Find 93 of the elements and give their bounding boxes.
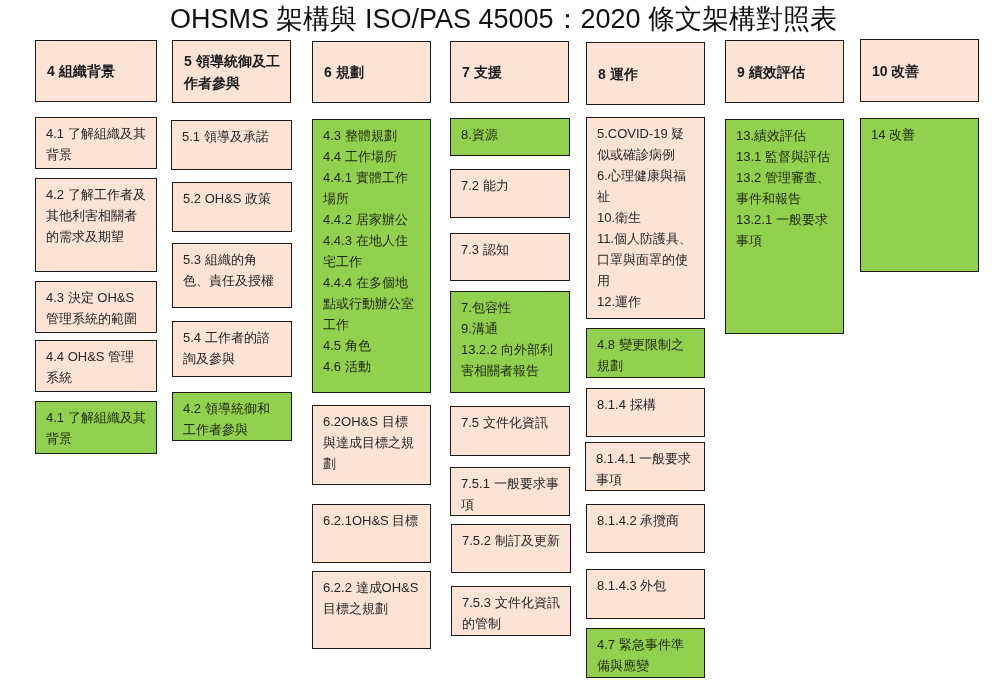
section-header-box [312,41,431,103]
clause-text: 4.4.3 在地人住宅工作 [323,232,409,271]
section-header-box [860,39,979,102]
clause-text: 13.2.2 向外部利害相關者報告 [461,341,554,380]
clause-text: 5.1 領導及承諾 [182,128,270,146]
highlighted-clause-box [35,401,157,454]
clause-text: 4.6 活動 [323,358,372,376]
clause-box [451,586,571,636]
highlighted-clause-box [450,118,570,156]
clause-box [586,117,705,319]
clause-text: 13.1 監督與評估 [736,148,831,166]
clause-box [450,233,570,281]
highlighted-clause-box [312,119,431,393]
clause-box [312,405,431,485]
clause-text: 4.1 了解組織及其背景 [46,125,146,164]
clause-text: 4.8 變更限制之規劃 [597,336,685,375]
clause-box [585,442,705,491]
clause-box [450,467,570,516]
clause-text: 7.5.1 一般要求事項 [461,475,559,514]
clause-text: 5.4 工作者的諮詢及參與 [183,329,271,368]
clause-box [312,504,431,563]
clause-text: 11.個人防護具、口罩與面罩的使用 [597,230,694,290]
clause-text: 10.衛生 [597,209,643,227]
clause-text: 4.2 了解工作者及其他利害相關者的需求及期望 [46,186,146,246]
clause-text: 7.5.3 文件化資訊的管制 [462,594,560,633]
section-heading: 10 改善 [872,61,921,81]
highlighted-clause-box [860,118,979,272]
section-header-box [450,41,569,103]
highlighted-clause-box [725,119,844,334]
clause-box [586,569,705,619]
clause-text: 8.1.4.3 外包 [597,577,668,595]
section-header-box [35,40,157,102]
section-heading: 4 組織背景 [47,62,116,81]
clause-text: 4.5 角色 [323,337,372,355]
clause-text: 4.4 工作場所 [323,148,398,166]
diagram-title: OHSMS 架構與 ISO/PAS 45005：2020 條文架構對照表 [169,3,838,36]
clause-text: 4.3 整體規劃 [323,127,398,145]
section-header-box [586,42,705,105]
highlighted-clause-box [586,628,705,678]
clause-text: 13.2.1 一般要求事項 [736,211,829,250]
clause-box [450,169,570,218]
clause-text: 5.2 OH&S 政策 [183,190,273,208]
clause-text: 13.績效評估 [736,127,808,145]
highlighted-clause-box [172,392,292,441]
highlighted-clause-box [450,291,570,393]
clause-text: 6.2.2 達成OH&S 目標之規劃 [323,579,420,618]
clause-text: 4.7 緊急事件準備與應變 [597,636,685,675]
clause-text: 7.5 文件化資訊 [461,414,549,432]
clause-text: 5.COVID-19 疑似或確診病例 [597,125,686,164]
clause-box [586,388,705,437]
section-header-box [172,40,291,103]
highlighted-clause-box [586,328,705,378]
clause-text: 8.1.4 採構 [597,396,657,414]
clause-box [172,243,292,308]
clause-box [451,524,571,573]
clause-text: 7.3 認知 [461,241,510,259]
clause-box [450,406,570,456]
clause-text: 4.4.1 實體工作場所 [323,169,409,208]
clause-text: 12.運作 [597,293,643,311]
clause-text: 8.資源 [461,126,499,144]
clause-box [172,182,292,232]
clause-text: 7.2 能力 [461,177,510,195]
clause-box [172,321,292,377]
clause-text: 4.2 領導統御和工作者參與 [183,400,271,439]
clause-text: 14 改善 [871,126,917,144]
clause-box [586,504,705,553]
section-header-box [725,40,844,103]
section-heading: 8 運作 [598,64,639,84]
clause-box [171,120,292,170]
clause-text: 6.2OH&S 目標與達成目標之規劃 [323,413,415,473]
clause-text: 6.2.1OH&S 目標 [323,512,420,530]
clause-text: 13.2 管理審查、事件和報告 [736,169,831,208]
clause-box [312,571,431,649]
clause-text: 7.5.2 制訂及更新 [462,532,560,550]
clause-text: 4.1 了解組織及其背景 [46,409,146,448]
clause-box [35,281,157,333]
clause-text: 9.溝通 [461,320,499,338]
clause-text: 8.1.4.2 承攬商 [597,512,681,530]
clause-box [35,117,157,169]
section-heading: 9 績效評估 [737,62,806,82]
section-heading: 5 領導統御及工作者參與 [184,51,281,93]
clause-text: 7.包容性 [461,299,512,317]
section-heading: 6 規劃 [324,63,365,82]
clause-text: 4.4.4 在多個地點或行動辦公室工作 [323,274,415,334]
clause-text: 4.3 決定 OH&S 管理系統的範圍 [46,289,138,328]
clause-text: 4.4 OH&S 管理系統 [46,348,136,387]
clause-text: 8.1.4.1 一般要求事項 [596,450,693,489]
section-heading: 7 支援 [462,63,503,82]
clause-text: 6.心理健康與福祉 [597,167,687,206]
clause-text: 5.3 組織的角色、責任及授權 [183,251,275,290]
clause-box [35,178,157,272]
clause-text: 4.4.2 居家辦公 [323,211,409,229]
clause-box [35,340,157,392]
